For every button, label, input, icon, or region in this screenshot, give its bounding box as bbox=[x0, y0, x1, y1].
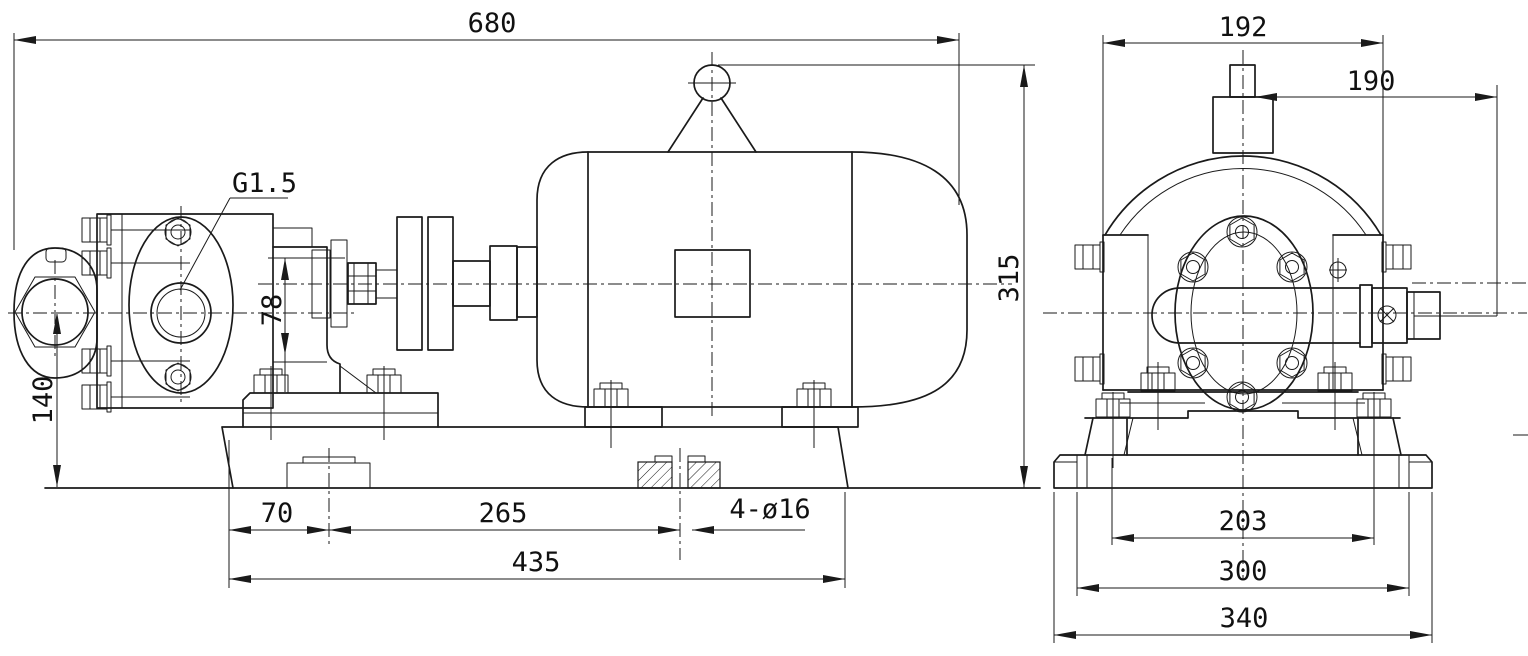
dim-side-overall-width: 192 bbox=[1102, 12, 1384, 235]
front-view bbox=[8, 52, 1041, 560]
bearing-bracket bbox=[242, 227, 439, 440]
dim-overall-length: 680 bbox=[13, 8, 960, 250]
cover-bolt bbox=[1226, 381, 1258, 413]
motor-foot bbox=[584, 406, 663, 428]
label-mount-holes: 4-ø16 bbox=[692, 494, 811, 534]
motor-shaft bbox=[516, 246, 538, 318]
body-side-bolt bbox=[1074, 241, 1105, 273]
dim-text-435: 435 bbox=[512, 547, 561, 578]
inlet-hex bbox=[14, 276, 96, 348]
dim-text-78: 78 bbox=[257, 294, 288, 327]
pump-body bbox=[81, 206, 274, 413]
mount-hole-section-right bbox=[687, 461, 721, 489]
dimensions: 680 G1.5 78 140 315 bbox=[13, 8, 1498, 643]
dim-text-203: 203 bbox=[1219, 506, 1268, 537]
body-side-bolt bbox=[1381, 241, 1412, 273]
inlet-port-flange bbox=[13, 247, 98, 379]
dim-side-base-width: 340 bbox=[1053, 492, 1433, 643]
label-port-thread: G1.5 bbox=[179, 168, 297, 291]
mount-hole-section-left bbox=[637, 461, 673, 489]
dim-text-140: 140 bbox=[28, 376, 59, 425]
dim-text-315: 315 bbox=[994, 254, 1025, 303]
dim-foot-offset: 70 265 bbox=[228, 440, 846, 588]
dim-shaft-height: 78 bbox=[257, 257, 345, 392]
motor bbox=[536, 52, 968, 448]
body-side-bolt bbox=[1381, 353, 1412, 385]
motor-outline bbox=[536, 151, 968, 408]
flange-bolt-bottom bbox=[164, 362, 192, 392]
dim-text-190: 190 bbox=[1347, 66, 1396, 97]
inlet-flange-outline bbox=[13, 247, 98, 379]
motor-foot bbox=[781, 406, 859, 428]
dim-text-300: 300 bbox=[1219, 556, 1268, 587]
dim-side-foot-spacing: 203 bbox=[1111, 458, 1375, 545]
body-side-bolt bbox=[1074, 353, 1105, 385]
dim-valve-extension: 190 bbox=[1255, 66, 1498, 316]
cover-bolt bbox=[1177, 347, 1209, 379]
dim-side-bolt-spacing: 300 bbox=[1076, 492, 1410, 596]
dim-text-g15: G1.5 bbox=[232, 168, 297, 199]
relief-valve bbox=[1359, 284, 1497, 348]
flange-bolt-top bbox=[164, 217, 192, 247]
terminal-box bbox=[674, 249, 751, 318]
dim-overall-height: 315 bbox=[718, 64, 1035, 488]
dim-base-length: 435 bbox=[229, 547, 845, 583]
dim-text-340: 340 bbox=[1220, 603, 1269, 634]
dim-text-680: 680 bbox=[468, 8, 517, 39]
dim-inlet-height: 140 bbox=[28, 312, 61, 487]
dim-text-4xd16: 4-ø16 bbox=[729, 494, 810, 525]
dim-text-265: 265 bbox=[479, 498, 528, 529]
dim-text-70: 70 bbox=[261, 498, 294, 529]
side-view bbox=[1043, 50, 1528, 580]
base-pedestal bbox=[221, 426, 849, 560]
bleed-screw bbox=[1329, 258, 1347, 282]
end-base bbox=[1053, 454, 1433, 489]
port-boss bbox=[1151, 287, 1361, 344]
dim-text-192: 192 bbox=[1219, 12, 1268, 43]
